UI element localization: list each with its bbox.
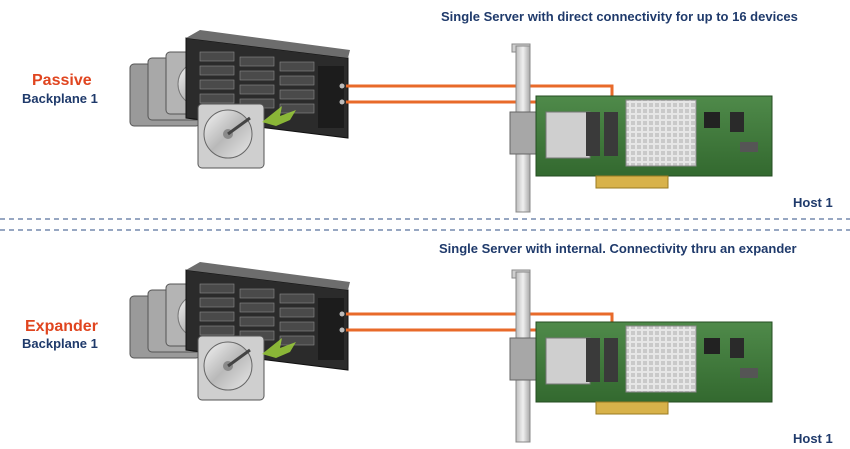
section-2-art bbox=[129, 262, 773, 443]
section-1-art bbox=[129, 30, 773, 213]
insert-arrow-icon bbox=[262, 106, 296, 126]
section-2-backplane-type: Expander bbox=[25, 318, 98, 335]
hard-drive-icon bbox=[197, 335, 265, 401]
section-1-backplane-label: Backplane 1 bbox=[22, 91, 98, 106]
section-2-heading: Single Server with internal. Connectivit… bbox=[439, 241, 797, 256]
raid-controller-card-icon bbox=[509, 269, 773, 443]
section-1-heading: Single Server with direct connectivity f… bbox=[441, 9, 798, 24]
raid-controller-card-icon bbox=[509, 43, 773, 213]
section-2-backplane-label: Backplane 1 bbox=[22, 336, 98, 351]
section-2-host-label: Host 1 bbox=[793, 431, 833, 446]
insert-arrow-icon bbox=[262, 338, 296, 358]
section-1-host-label: Host 1 bbox=[793, 195, 833, 210]
section-1-backplane-type: Passive bbox=[32, 72, 92, 89]
hard-drive-icon bbox=[197, 103, 265, 169]
